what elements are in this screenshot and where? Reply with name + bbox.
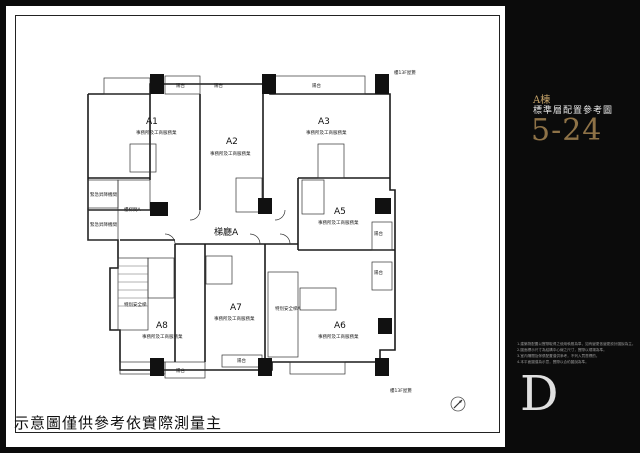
- stair: [87, 209, 119, 241]
- column: [150, 74, 164, 94]
- disclaimer-caption: 示意圖僅供參考依實際測量主: [14, 414, 223, 432]
- stair: [267, 271, 299, 358]
- notes-block: 1.建築物配置以實際取得之使用執照為準，如有變更依變更設計圖說為主。 2.圖面標…: [517, 341, 636, 365]
- door-swing: [279, 233, 291, 245]
- unit-label: A7: [230, 303, 242, 313]
- note-line: 4.本平面圖僅為示意，實際以合約圖說為準。: [517, 360, 589, 364]
- note-line: 1.建築物配置以實際取得之使用執照為準，如有變更依變更設計圖說為主。: [517, 342, 636, 346]
- unit-label: A6: [334, 321, 346, 331]
- column: [258, 358, 272, 376]
- roof-label: 樓13F屋簷: [394, 69, 416, 76]
- door-swing: [164, 233, 176, 245]
- balcony-label: 陽台: [374, 269, 383, 276]
- unit-label: A2: [226, 137, 238, 147]
- bathroom: [301, 179, 325, 215]
- unit-label: A1: [146, 117, 158, 127]
- balcony: [371, 221, 393, 251]
- unit-label: A5: [334, 207, 346, 217]
- elevator: [117, 179, 151, 211]
- unit-use-label: 事務所及工商服務業: [318, 219, 359, 226]
- unit-use-label: 事務所及工商服務業: [306, 129, 347, 136]
- bathroom: [299, 287, 337, 311]
- balcony-grid: [289, 361, 346, 375]
- door-swing: [189, 209, 201, 221]
- note-line: 3.室內隔間及傢俱配置僅供參考，不列入買賣標的。: [517, 354, 600, 358]
- column: [150, 202, 168, 216]
- plan-title: 標準層配置參考圖: [533, 106, 614, 116]
- stair: [117, 257, 149, 331]
- bathroom: [317, 143, 345, 179]
- unit-label: A3: [318, 117, 330, 127]
- balcony-grid: [103, 77, 151, 95]
- elevator-label: 緊急昇降機間: [90, 221, 117, 228]
- balcony-label: 陽台: [237, 357, 246, 364]
- bathroom: [147, 257, 175, 299]
- page-number: 5-24: [531, 113, 603, 148]
- balcony-label: 陽台: [312, 82, 321, 89]
- balcony-label: 陽台: [214, 82, 223, 89]
- stair-room-label: 特別安全梯A: [275, 305, 301, 312]
- roof-label: 樓13F屋簷: [390, 387, 412, 394]
- balcony-label: 陽台: [176, 82, 185, 89]
- balcony-label: 陽台: [374, 230, 383, 237]
- door-swing: [249, 233, 261, 245]
- door-swing: [274, 209, 286, 221]
- unit-label: A8: [156, 321, 168, 331]
- elevator-label: 緊急昇降機間: [90, 191, 117, 198]
- balcony-grid: [119, 361, 166, 375]
- balcony-label: 陽台: [176, 367, 185, 374]
- floor-plan-drawing: A1 A2 A3 A5 A6 A7 A8 梯廳A 事務所及工商服務業 事務所及工…: [87, 69, 416, 394]
- lobby-label: 梯廳A: [214, 226, 239, 238]
- outer-wall: [87, 83, 396, 371]
- column: [258, 198, 272, 214]
- unit-use-label: 事務所及工商服務業: [210, 150, 251, 157]
- building-label: A棟: [533, 95, 551, 106]
- sheet-border: [15, 15, 500, 433]
- note-line: 2.圖面標示尺寸為結構中心線之尺寸，實際以現場為準。: [517, 348, 607, 352]
- unit-use-label: 事務所及工商服務業: [318, 333, 359, 340]
- balcony: [371, 261, 393, 291]
- bathroom: [205, 255, 233, 285]
- column: [262, 74, 276, 94]
- bathroom: [129, 143, 157, 173]
- unit-use-label: 事務所及工商服務業: [214, 315, 255, 322]
- unit-use-label: 事務所及工商服務業: [136, 129, 177, 136]
- column: [378, 318, 392, 334]
- unit-use-label: 事務所及工商服務業: [142, 333, 183, 340]
- brand-logo-letter: D: [520, 366, 559, 422]
- compass-icon: [450, 396, 466, 412]
- bathroom: [235, 177, 263, 213]
- column: [375, 198, 391, 214]
- balcony: [164, 75, 201, 95]
- stair-label: 樓梯間A: [124, 206, 141, 213]
- floor-plan-sheet: [6, 6, 505, 447]
- column: [375, 74, 389, 94]
- column: [375, 358, 389, 376]
- stair-room-label: 特別安全梯: [124, 301, 147, 308]
- column: [150, 358, 164, 376]
